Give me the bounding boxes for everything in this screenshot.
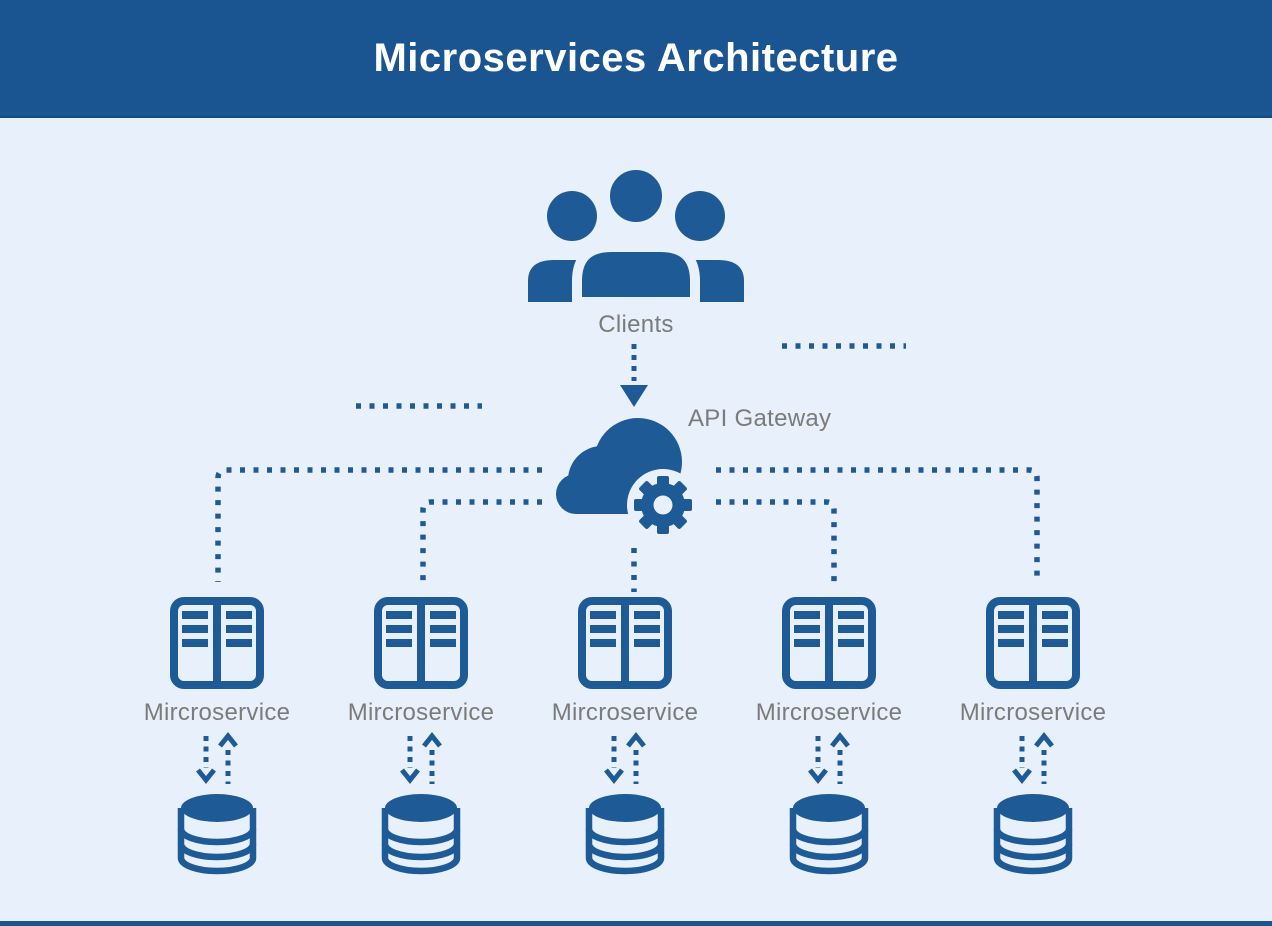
bidirectional-arrows-icon (1012, 732, 1054, 785)
connector-gateway-service-5 (716, 467, 1040, 582)
bidirectional-arrows-icon (604, 732, 646, 785)
arrow-clients-to-gateway (620, 344, 648, 407)
database-cylinder-icon (177, 794, 257, 875)
gear-icon (634, 476, 692, 534)
connector-gateway-service-4 (716, 499, 837, 582)
service-label: Mircroservice (755, 699, 903, 726)
server-rack-icon (578, 597, 672, 689)
connector-gateway-service-2 (420, 499, 542, 582)
bidirectional-arrows-icon (808, 732, 850, 785)
server-rack-icon (782, 597, 876, 689)
service-label: Mircroservice (347, 699, 495, 726)
database-cylinder-icon (789, 794, 869, 875)
api-gateway-label: API Gateway (688, 405, 832, 432)
server-rack-icon (986, 597, 1080, 689)
service-label: Mircroservice (959, 699, 1107, 726)
database-cylinder-icon (585, 794, 665, 875)
database-cylinder-icon (381, 794, 461, 875)
footer-band (0, 921, 1272, 926)
service-label: Mircroservice (143, 699, 291, 726)
database-cylinder-icon (993, 794, 1073, 875)
bidirectional-arrows-icon (196, 732, 238, 785)
header-band: Microservices Architecture (0, 0, 1272, 118)
users-group-icon (528, 163, 744, 303)
connector-gateway-service-1 (215, 467, 542, 582)
clients-label: Clients (598, 311, 674, 338)
server-rack-icon (374, 597, 468, 689)
cloud-gear-icon (556, 418, 699, 541)
page-title: Microservices Architecture (373, 35, 899, 80)
bidirectional-arrows-icon (400, 732, 442, 785)
server-rack-icon (170, 597, 264, 689)
service-label: Mircroservice (551, 699, 699, 726)
